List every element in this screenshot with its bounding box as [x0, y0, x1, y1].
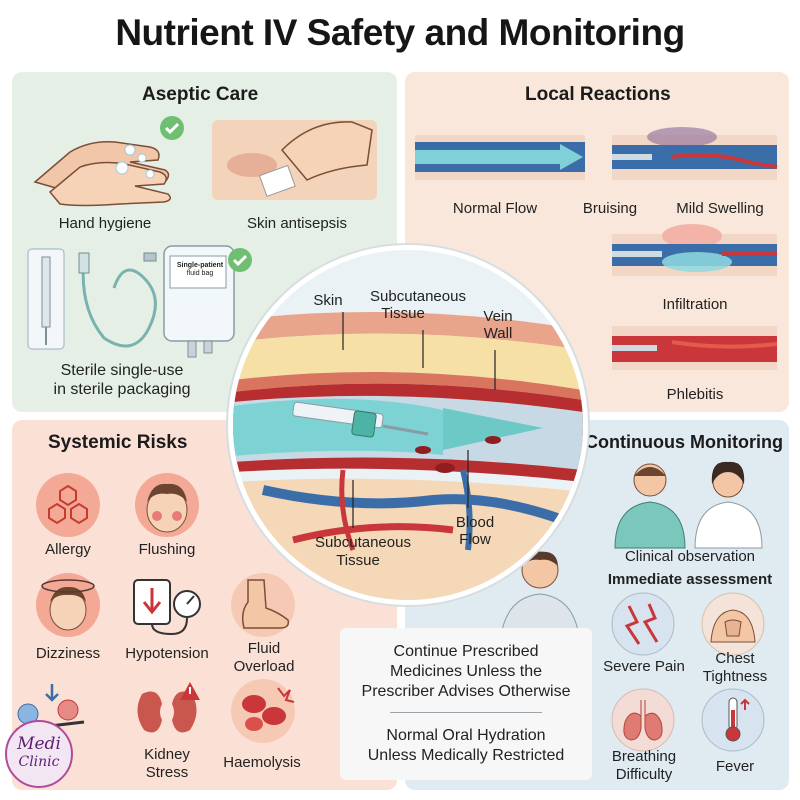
haemolysis-label: Haemolysis [223, 754, 301, 771]
systemic-risks-heading: Systemic Risks [48, 432, 188, 453]
note-line-3: Prescriber Advises Otherwise [361, 683, 571, 700]
bruising-label: Bruising [582, 200, 638, 217]
hand-hygiene-icon [33, 140, 171, 207]
thermometer-icon [701, 688, 765, 752]
bruising-swelling-vessel-icon [612, 127, 778, 180]
note-line-2: Medicines Unless the [389, 663, 543, 680]
guidance-note: Continue Prescribed Medicines Unless the… [340, 628, 592, 780]
check-icon [160, 116, 184, 140]
aseptic-care-heading: Aseptic Care [142, 84, 259, 105]
vein-cross-section-drawing [233, 250, 583, 600]
note-divider [390, 712, 542, 713]
subcutaneous-bottom-label-1: Subcutaneous [315, 534, 411, 551]
page-title: Nutrient IV Safety and Monitoring [115, 12, 685, 53]
aseptic-care-panel: Aseptic Care Hand hygiene Skin antisepsi… [12, 72, 397, 412]
hypotension-label: Hypotension [125, 645, 209, 662]
dizziness-face-icon [36, 573, 100, 637]
kidney-icon [137, 682, 200, 733]
flushing-face-icon [135, 473, 199, 537]
vein-wall-label-2: Wall [483, 325, 513, 342]
note-line-1: Continue Prescribed [393, 643, 539, 660]
chest-tightness-label-2: Tightness [702, 668, 768, 685]
fluid-bag-label-2: fluid bag [186, 270, 214, 277]
note-line-4: Normal Oral Hydration [386, 727, 546, 744]
fluid-bag-label-1: Single-patient [176, 262, 224, 269]
breathing-difficulty-label-1: Breathing [611, 748, 677, 765]
normal-flow-label: Normal Flow [452, 200, 538, 217]
medi-clinic-logo: Medi Clinic [5, 720, 73, 788]
chest-tightness-icon [701, 592, 765, 656]
allergy-icon [36, 473, 100, 537]
continuous-monitoring-heading: Continuous Monitoring [585, 432, 783, 452]
fluid-overload-label-2: Overload [233, 658, 295, 675]
flushing-label: Flushing [138, 541, 196, 558]
severe-pain-icon [611, 592, 675, 656]
subcutaneous-top-label-1: Subcutaneous [370, 288, 466, 305]
blood-flow-label-1: Blood [455, 514, 495, 531]
skin-label: Skin [313, 292, 343, 309]
phlebitis-vessel-icon [612, 326, 778, 370]
subcutaneous-bottom-label-2: Tissue [336, 552, 380, 569]
skin-antisepsis-icon [212, 120, 377, 200]
local-reactions-panel: Local Reactions Normal Flow Bruising Mil… [405, 72, 789, 412]
local-reactions-heading: Local Reactions [525, 84, 671, 105]
immediate-assessment-label: Immediate assessment [607, 571, 773, 588]
phlebitis-label: Phlebitis [666, 386, 724, 403]
fluid-overload-label-1: Fluid [247, 640, 281, 657]
vein-cross-section-illustration: Skin Subcutaneous Tissue Vein Wall Subcu… [228, 245, 588, 605]
dizziness-label: Dizziness [35, 645, 101, 662]
sterile-line-2: in sterile packaging [53, 381, 191, 398]
lungs-icon [611, 688, 675, 752]
infiltration-vessel-icon [612, 224, 777, 276]
vein-wall-label-1: Vein [483, 308, 513, 325]
hand-hygiene-label: Hand hygiene [58, 215, 152, 232]
clinicians-icon [614, 461, 763, 549]
allergy-label: Allergy [45, 541, 91, 558]
red-blood-cells-icon [231, 679, 295, 743]
fever-label: Fever [715, 758, 755, 775]
mild-swelling-label: Mild Swelling [676, 200, 764, 217]
skin-antisepsis-label: Skin antisepsis [246, 215, 348, 232]
blood-pressure-icon [133, 579, 201, 636]
logo-line-1: Medi [17, 734, 61, 754]
logo-line-2: Clinic [18, 754, 60, 770]
iv-tubing-icon [78, 252, 157, 348]
breathing-difficulty-label-2: Difficulty [615, 766, 673, 783]
normal-flow-vessel-icon [415, 135, 585, 180]
kidney-stress-label-1: Kidney [144, 746, 190, 763]
sterile-line-1: Sterile single-use [60, 362, 184, 379]
note-line-5: Unless Medically Restricted [367, 747, 565, 764]
infiltration-label: Infiltration [662, 296, 728, 313]
clinical-observation-label: Clinical observation [624, 548, 756, 565]
blood-flow-label-2: Flow [459, 531, 491, 548]
chest-tightness-label-1: Chest [715, 650, 755, 667]
kidney-stress-label-2: Stress [145, 764, 189, 781]
sterile-syringe-package-icon [27, 248, 65, 350]
severe-pain-label: Severe Pain [603, 658, 685, 675]
fluid-bag-icon [163, 245, 235, 358]
subcutaneous-top-label-2: Tissue [381, 305, 425, 322]
